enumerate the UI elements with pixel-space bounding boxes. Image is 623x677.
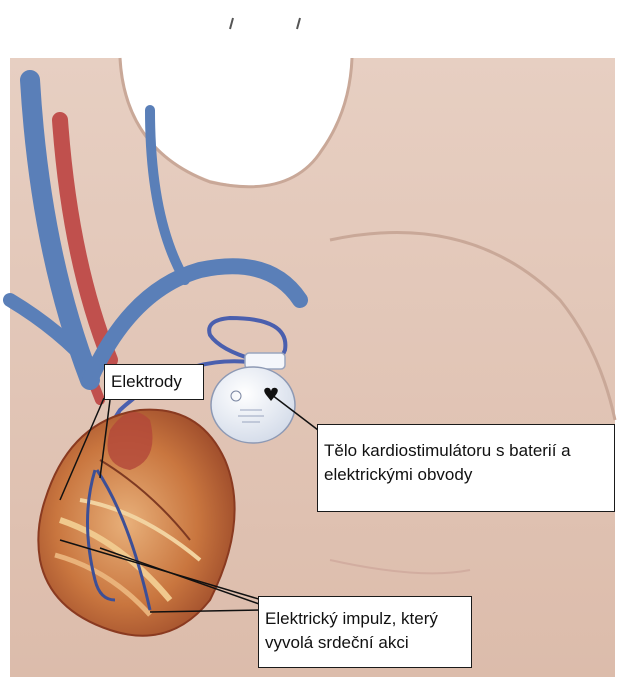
top-marks — [230, 18, 300, 29]
label-elektrody-text: Elektrody — [111, 367, 197, 397]
label-electric-impulse-line2: vyvolá srdeční akci — [265, 631, 465, 655]
label-pacemaker-body: Tělo kardiostimulátoru s baterií a elekt… — [317, 424, 615, 512]
label-pacemaker-body-line1: Tělo kardiostimulátoru s baterií a — [324, 439, 608, 463]
label-elektrody: Elektrody — [104, 364, 204, 400]
label-pacemaker-body-line2: elektrickými obvody — [324, 463, 608, 487]
label-electric-impulse-line1: Elektrický impulz, který — [265, 607, 465, 631]
label-electric-impulse: Elektrický impulz, který vyvolá srdeční … — [258, 596, 472, 668]
